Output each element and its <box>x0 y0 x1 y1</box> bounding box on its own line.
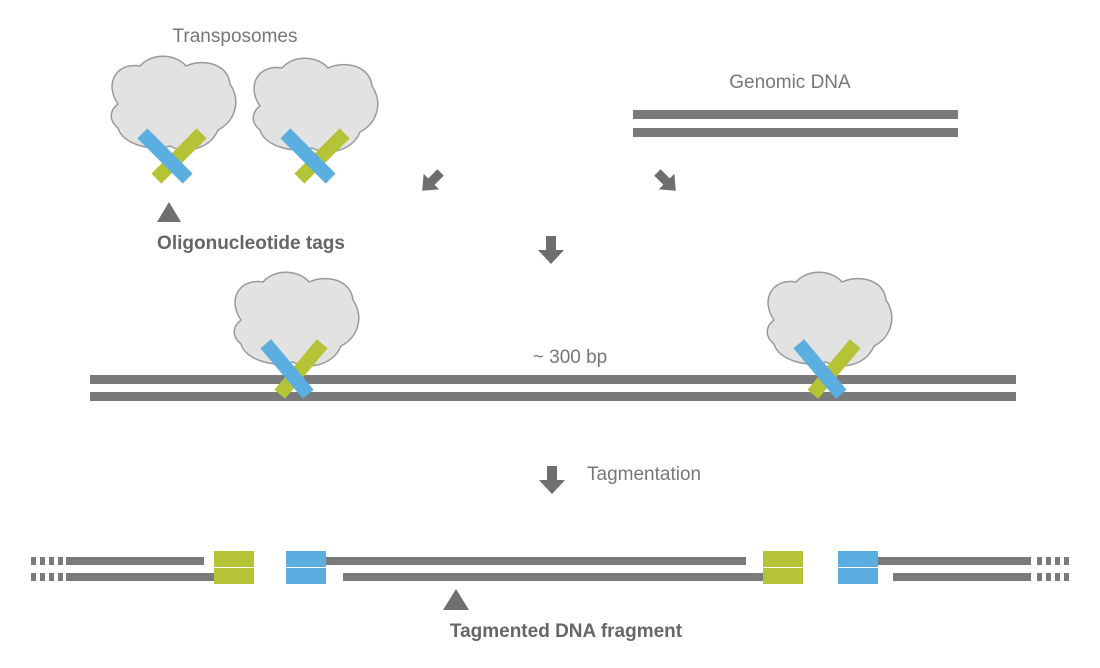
long-dna <box>90 375 1016 401</box>
genomic-dna <box>633 110 958 137</box>
tagmented-fragments <box>31 551 1069 584</box>
dna-strand <box>893 573 1031 581</box>
arrow-down-icon <box>538 236 564 264</box>
tagmentation-label: Tagmentation <box>587 464 701 485</box>
transposome-2 <box>252 57 379 184</box>
dna-strand-top <box>90 375 1016 384</box>
oligo-tag-green <box>294 128 350 184</box>
dna-strand-top <box>633 110 958 119</box>
tag-green-top <box>763 551 803 567</box>
fragment-length-label: ~ 300 bp <box>533 347 608 368</box>
dna-strand-bottom <box>90 392 1016 401</box>
transposase-blob <box>252 57 379 153</box>
dna-strand <box>66 557 204 565</box>
arrow-diagonal-right-icon <box>422 169 444 191</box>
dna-strand <box>878 557 1031 565</box>
arrow-down-icon <box>539 466 565 494</box>
tag-green-bottom <box>214 568 254 584</box>
tag-blue-bottom <box>838 568 878 584</box>
arrow-diagonal-left-icon <box>654 169 676 191</box>
dna-strand <box>326 557 746 565</box>
tagmented-fragment-label: Tagmented DNA fragment <box>450 621 683 642</box>
oligo-pointer-triangle <box>157 202 181 222</box>
tag-blue-top <box>838 551 878 567</box>
strand-continuation-dashes-left <box>31 557 63 581</box>
tag-green-bottom <box>763 568 803 584</box>
transposomes-label: Transposomes <box>173 26 298 47</box>
transposase-blob <box>766 271 893 367</box>
oligo-tag-green <box>151 128 207 184</box>
tag-blue-top <box>286 551 326 567</box>
oligo-tag-green <box>274 339 328 399</box>
genomic-dna-label: Genomic DNA <box>729 72 851 93</box>
transposome-1 <box>110 55 237 184</box>
bound-transposome-2 <box>766 271 893 399</box>
oligo-tag-blue <box>793 339 847 399</box>
dna-strand-bottom <box>633 128 958 137</box>
oligo-tag-green <box>807 339 861 399</box>
strand-continuation-dashes-right <box>1037 557 1069 581</box>
fragment-pointer-triangle <box>443 589 469 610</box>
oligo-tag-blue <box>280 128 336 184</box>
tag-blue-bottom <box>286 568 326 584</box>
bound-transposome-1 <box>233 271 360 399</box>
dna-strand <box>66 573 216 581</box>
dna-strand <box>343 573 763 581</box>
oligo-tag-blue <box>137 128 193 184</box>
transposase-blob <box>233 271 360 367</box>
oligonucleotide-tags-label: Oligonucleotide tags <box>157 233 345 254</box>
tag-green-top <box>214 551 254 567</box>
oligo-tag-blue <box>260 339 314 399</box>
transposase-blob <box>110 55 237 151</box>
